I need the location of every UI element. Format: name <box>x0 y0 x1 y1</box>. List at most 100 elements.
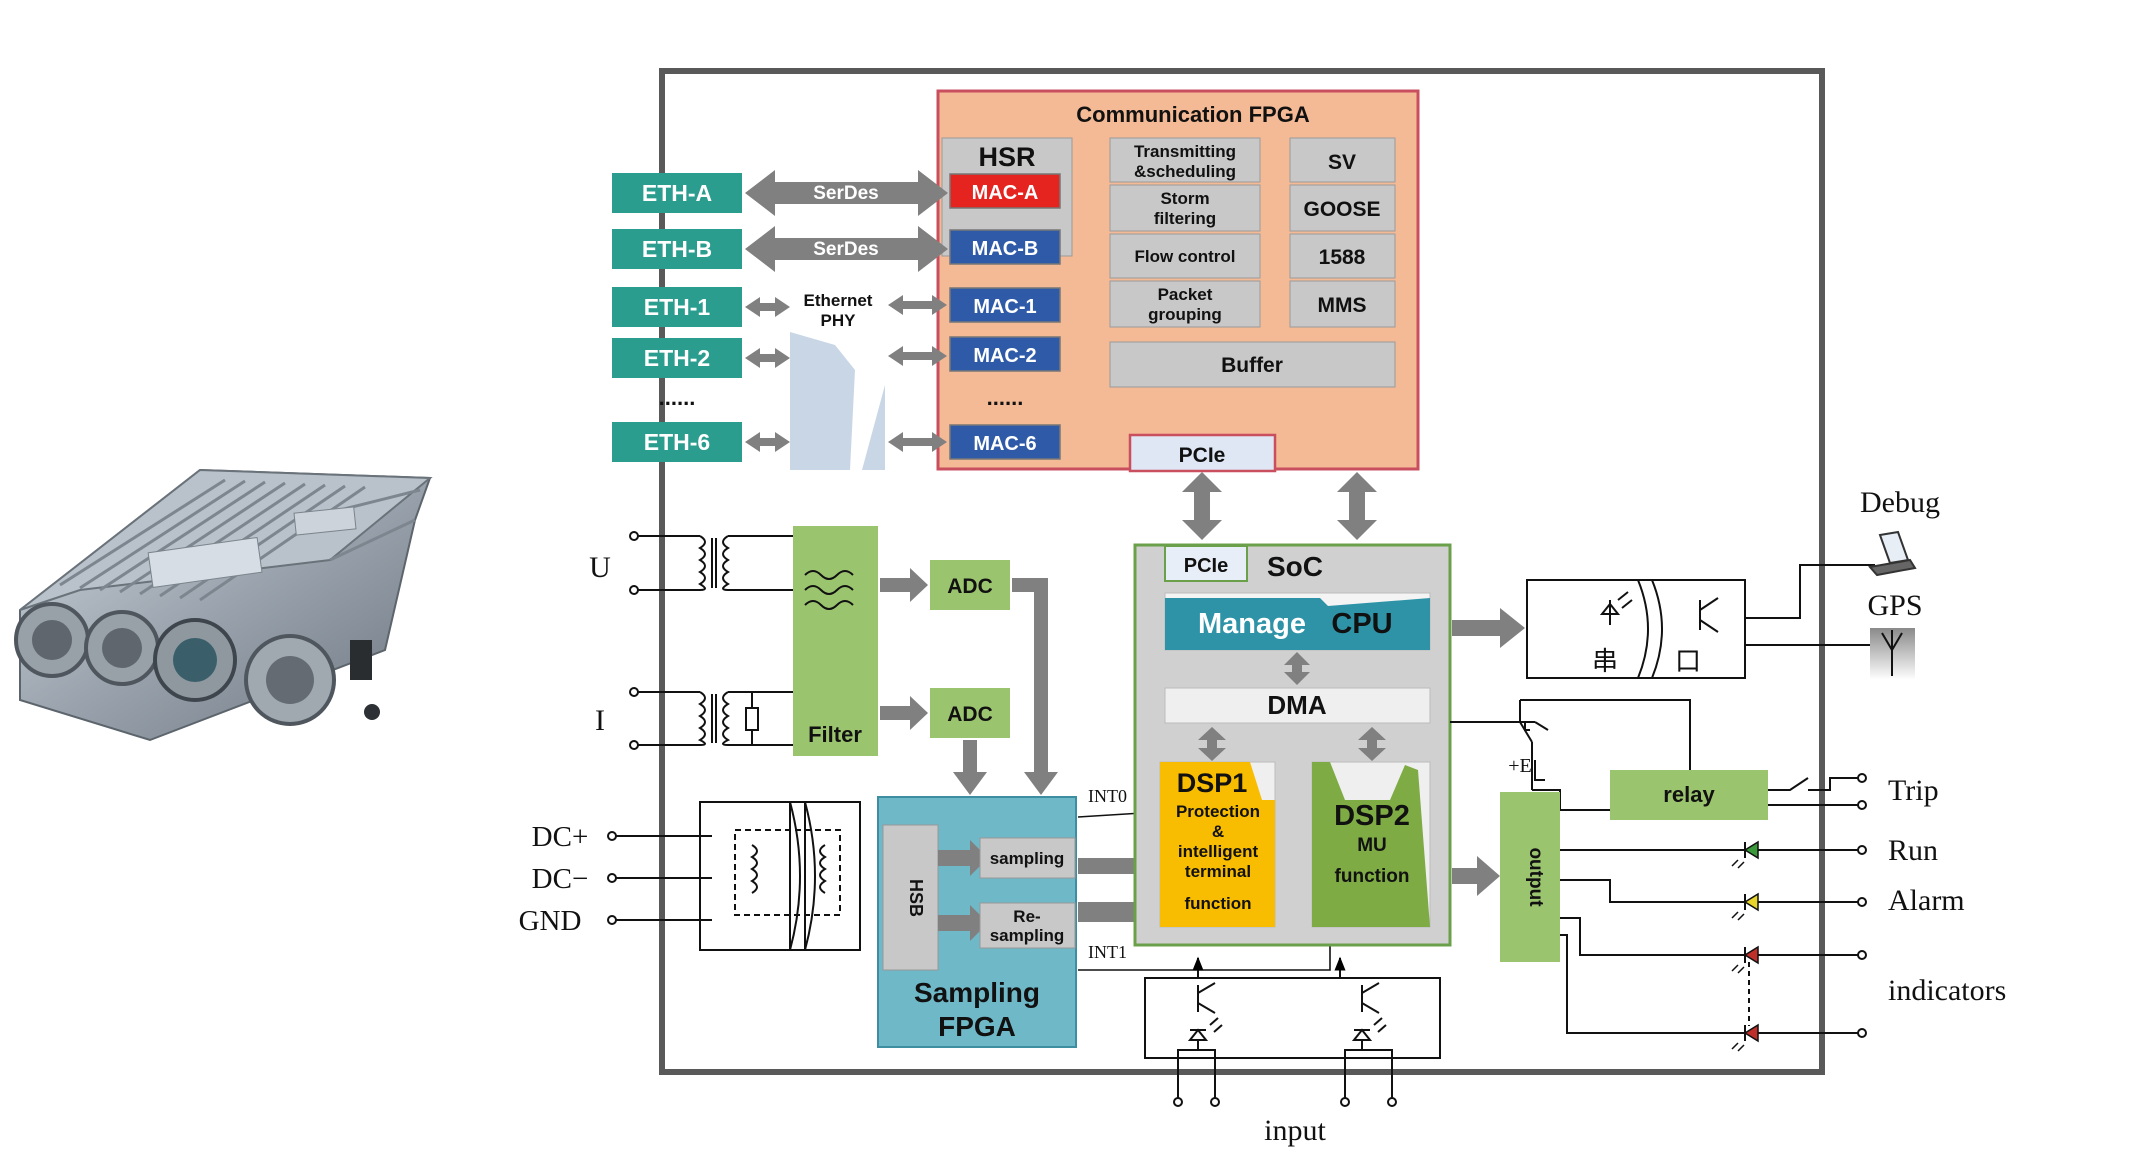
svg-text:relay: relay <box>1663 782 1715 807</box>
led-indicator-n <box>1731 1023 1759 1052</box>
hsr-label: HSR <box>978 142 1035 172</box>
sampling-fpga: HSB sampling Re- sampling Sampling FPGA <box>877 796 1077 1048</box>
serdes-label-a: SerDes <box>813 183 879 204</box>
eth-a: ETH-A <box>612 173 742 213</box>
input-label: input <box>1264 1114 1326 1147</box>
svg-text:ADC: ADC <box>947 703 993 726</box>
eth-2: ETH-2 <box>612 338 742 378</box>
svg-text:ETH-2: ETH-2 <box>644 345 710 371</box>
led-alarm <box>1731 892 1759 921</box>
function-packet-grouping: Packet grouping <box>1109 280 1261 328</box>
hsb-label: HSB <box>906 879 926 917</box>
svg-text:MAC-B: MAC-B <box>972 238 1039 260</box>
mac-1: MAC-1 <box>949 287 1061 323</box>
serial-label-chuan: 串 <box>1592 647 1618 676</box>
function-flow-control: Flow control <box>1109 233 1261 279</box>
svg-text:MAC-1: MAC-1 <box>973 296 1036 318</box>
soc-title: SoC <box>1267 551 1323 582</box>
int1-label: INT1 <box>1088 942 1127 962</box>
adc-sampling-arrows <box>953 578 1058 795</box>
buffer-block: Buffer <box>1109 341 1396 388</box>
eth-1: ETH-1 <box>612 287 742 327</box>
function-storm-filtering: Storm filtering <box>1109 184 1261 232</box>
eth-6: ETH-6 <box>612 422 742 462</box>
sampling-fpga-title-1: Sampling <box>914 977 1040 1008</box>
sampling-block: sampling <box>979 837 1076 879</box>
communication-fpga: Communication FPGA HSR MAC-A MAC-B MAC-1… <box>936 89 1420 473</box>
soc-pcie: PCIe <box>1164 545 1248 582</box>
svg-text:&: & <box>1212 822 1224 841</box>
dsp1: DSP1 Protection & intelligent terminal f… <box>1159 761 1276 928</box>
svg-text:DSP2: DSP2 <box>1334 800 1410 832</box>
u-label: U <box>589 551 611 584</box>
svg-text:Manage: Manage <box>1198 608 1306 640</box>
svg-text:ETH-B: ETH-B <box>642 236 712 262</box>
indicators-label: indicators <box>1888 974 2006 1007</box>
mac-6: MAC-6 <box>949 424 1061 460</box>
dc-plus-label: DC+ <box>532 821 589 853</box>
indicator-leds <box>1560 840 1867 1052</box>
svg-text:Buffer: Buffer <box>1221 354 1283 377</box>
i-label: I <box>595 704 605 737</box>
svg-text:Flow control: Flow control <box>1134 247 1235 266</box>
run-label: Run <box>1888 834 1938 867</box>
filter-adc-arrows <box>880 568 928 730</box>
eth-ports: ETH-A ETH-B ETH-1 ETH-2 ...... ETH-6 <box>612 173 742 462</box>
plus-e-label: +E <box>1508 755 1532 777</box>
serial-port-isolator: 串 口 <box>1526 564 1880 679</box>
sampling-fpga-title-2: FPGA <box>938 1011 1016 1042</box>
int0-label: INT0 <box>1088 786 1127 806</box>
svg-text:SV: SV <box>1328 151 1356 174</box>
eth-ellipsis: ...... <box>659 385 696 410</box>
led-run <box>1731 840 1759 869</box>
serial-label-kou: 口 <box>1675 647 1701 676</box>
svg-text:ADC: ADC <box>947 575 993 598</box>
gnd-label: GND <box>519 905 582 937</box>
svg-text:filtering: filtering <box>1154 209 1216 228</box>
svg-text:PCIe: PCIe <box>1184 555 1228 577</box>
dsp2: DSP2 MU function <box>1311 761 1431 928</box>
svg-text:Transmitting: Transmitting <box>1134 142 1236 161</box>
serdes-links: SerDes SerDes <box>745 170 948 272</box>
svg-text:Re-: Re- <box>1013 907 1040 926</box>
svg-text:ETH-1: ETH-1 <box>644 294 711 320</box>
svg-text:DSP1: DSP1 <box>1177 768 1248 798</box>
comm-fpga-title: Communication FPGA <box>1076 102 1310 127</box>
svg-text:DMA: DMA <box>1267 690 1326 720</box>
svg-text:ETH-6: ETH-6 <box>644 429 710 455</box>
svg-text:&scheduling: &scheduling <box>1134 162 1236 181</box>
svg-text:Storm: Storm <box>1160 189 1209 208</box>
svg-text:grouping: grouping <box>1148 305 1222 324</box>
comm-pcie: PCIe <box>1128 433 1277 473</box>
svg-text:PHY: PHY <box>821 311 857 330</box>
device-photo <box>14 468 433 742</box>
binary-inputs: input <box>1144 956 1441 1147</box>
led-indicator-1 <box>1731 945 1759 974</box>
svg-text:MAC-A: MAC-A <box>972 182 1039 204</box>
mac-2: MAC-2 <box>949 336 1061 372</box>
svg-text:intelligent: intelligent <box>1178 842 1259 861</box>
dma-block: DMA <box>1164 687 1431 724</box>
svg-text:GOOSE: GOOSE <box>1303 198 1380 221</box>
adc-i: ADC <box>930 688 1010 738</box>
svg-text:function: function <box>1335 866 1410 887</box>
svg-text:Packet: Packet <box>1158 285 1213 304</box>
output-block: output <box>1500 792 1560 962</box>
svg-text:terminal: terminal <box>1185 862 1251 881</box>
phy-links <box>745 295 947 452</box>
alarm-label: Alarm <box>1888 884 1965 917</box>
svg-text:PCIe: PCIe <box>1179 444 1226 467</box>
mac-b: MAC-B <box>949 229 1061 265</box>
svg-text:MU: MU <box>1357 835 1387 856</box>
svg-text:Protection: Protection <box>1176 802 1260 821</box>
svg-text:1588: 1588 <box>1319 246 1366 269</box>
svg-text:MMS: MMS <box>1318 294 1367 317</box>
protocol-1588: 1588 <box>1289 233 1396 279</box>
svg-text:output: output <box>1525 847 1546 907</box>
svg-text:sampling: sampling <box>990 926 1065 945</box>
gps-antenna-icon <box>1870 628 1915 680</box>
svg-text:MAC-6: MAC-6 <box>973 433 1036 455</box>
gps-label: GPS <box>1867 589 1922 622</box>
